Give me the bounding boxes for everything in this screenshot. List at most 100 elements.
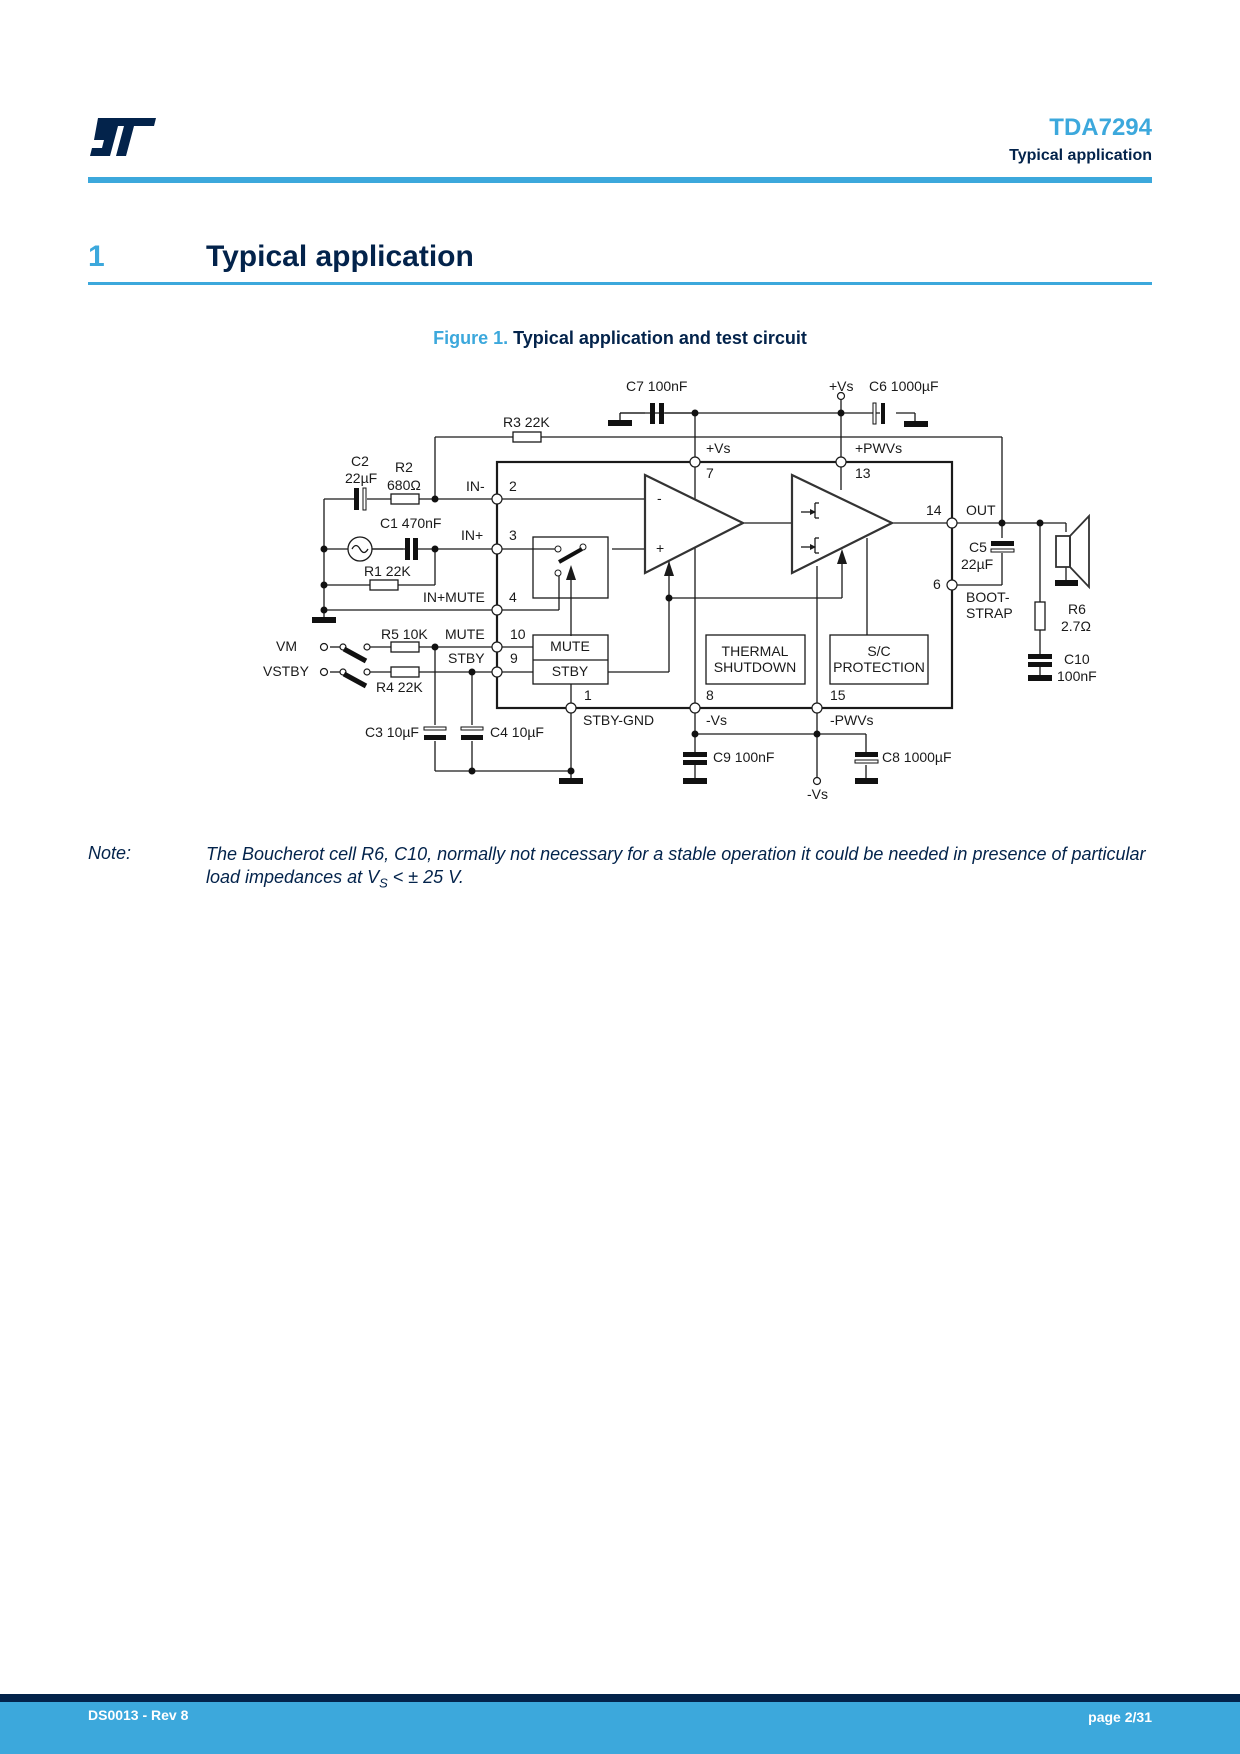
footer-page-number: page 2/31 bbox=[1088, 1709, 1152, 1725]
pin-3-num: 3 bbox=[509, 527, 517, 543]
pin-4 bbox=[491, 604, 503, 616]
c10-name: C10 bbox=[1064, 651, 1090, 667]
c8-label: C8 1000µF bbox=[882, 749, 952, 765]
vs-plus-label: +Vs bbox=[706, 440, 731, 456]
section-title: Typical application bbox=[206, 240, 474, 273]
pin-7 bbox=[689, 456, 701, 468]
footer-doc-id: DS0013 - Rev 8 bbox=[88, 1707, 189, 1723]
pin-1-num: 1 bbox=[584, 687, 592, 703]
section-divider bbox=[88, 282, 1152, 285]
speaker-icon bbox=[1055, 513, 1090, 590]
vs-top-label: +Vs bbox=[829, 378, 854, 394]
ground-icon bbox=[904, 421, 928, 427]
pin-1 bbox=[565, 702, 577, 714]
sc-label-2: PROTECTION bbox=[833, 659, 925, 675]
figure-title: Typical application and test circuit bbox=[513, 328, 807, 348]
ground-icon bbox=[1055, 580, 1078, 586]
thermal-label-2: SHUTDOWN bbox=[714, 659, 796, 675]
pin-3 bbox=[491, 543, 503, 555]
r5-label: R5 10K bbox=[381, 626, 428, 642]
pin-4-num: 4 bbox=[509, 589, 517, 605]
pin-14 bbox=[946, 517, 958, 529]
stby-gnd-label: STBY-GND bbox=[583, 712, 654, 728]
r4-label: R4 22K bbox=[376, 679, 423, 695]
opamp-plus-sign: + bbox=[656, 540, 664, 556]
mute-block-label: MUTE bbox=[550, 638, 590, 654]
pin-10 bbox=[491, 641, 503, 653]
c6-label: C6 1000µF bbox=[869, 378, 939, 394]
preamp-triangle bbox=[643, 473, 746, 575]
r1-label: R1 22K bbox=[364, 563, 411, 579]
header-section-name: Typical application bbox=[1009, 147, 1152, 164]
pin-2-num: 2 bbox=[509, 478, 517, 494]
mute-arrow-icon bbox=[566, 565, 576, 580]
pin-9-num: 9 bbox=[510, 650, 518, 666]
pin-13 bbox=[835, 456, 847, 468]
r6-value: 2.7Ω bbox=[1061, 618, 1091, 634]
thermal-label-1: THERMAL bbox=[722, 643, 789, 659]
opamp-minus-sign: - bbox=[657, 490, 662, 506]
pin-stby-label: STBY bbox=[448, 650, 485, 666]
circuit-schematic: C7 100nF +Vs C6 1000µF R3 22K C2 22µF R2… bbox=[263, 378, 1097, 802]
note-text-after: < ± 25 V. bbox=[387, 867, 464, 887]
c2-value: 22µF bbox=[345, 470, 377, 486]
c7-label: C7 100nF bbox=[626, 378, 687, 394]
pin-8-num: 8 bbox=[706, 687, 714, 703]
vs-plus-terminal bbox=[836, 391, 846, 401]
r3-label: R3 22K bbox=[503, 414, 550, 430]
c5-value: 22µF bbox=[961, 556, 993, 572]
c9-label: C9 100nF bbox=[713, 749, 774, 765]
pin-in-plus-mute-label: IN+MUTE bbox=[423, 589, 485, 605]
ground-icon bbox=[312, 617, 336, 623]
pin-mute-label: MUTE bbox=[445, 626, 485, 642]
vstby-label: VSTBY bbox=[263, 663, 310, 679]
c4-label: C4 10µF bbox=[490, 724, 544, 740]
ground-icon bbox=[559, 778, 583, 784]
r2-value: 680Ω bbox=[387, 477, 421, 493]
pin-in-minus-label: IN- bbox=[466, 478, 485, 494]
pin-13-num: 13 bbox=[855, 465, 871, 481]
pin-9 bbox=[491, 666, 503, 678]
bootstrap-label-1: BOOT- bbox=[966, 589, 1010, 605]
figure-number: Figure 1. bbox=[433, 328, 509, 348]
vs-minus-terminal bbox=[812, 776, 822, 786]
r6-name: R6 bbox=[1068, 601, 1086, 617]
c2-name: C2 bbox=[351, 453, 369, 469]
stby-block-label: STBY bbox=[552, 663, 589, 679]
pin-10-num: 10 bbox=[510, 626, 526, 642]
r4-resistor bbox=[390, 666, 420, 678]
figure-caption: Figure 1. Typical application and test c… bbox=[0, 328, 1240, 349]
r3-resistor bbox=[512, 431, 542, 443]
section-number: 1 bbox=[88, 240, 105, 273]
pwvs-minus-label: -PWVs bbox=[830, 712, 874, 728]
c5-name: C5 bbox=[969, 539, 987, 555]
pin-15-num: 15 bbox=[830, 687, 846, 703]
vm-label: VM bbox=[276, 638, 297, 654]
header-divider bbox=[88, 177, 1152, 183]
pin-14-num: 14 bbox=[926, 502, 942, 518]
document-title: TDA7294 bbox=[1049, 114, 1152, 141]
footer-bar bbox=[0, 1702, 1240, 1754]
note-label: Note: bbox=[88, 843, 132, 863]
bootstrap-label-2: STRAP bbox=[966, 605, 1013, 621]
ground-icon bbox=[855, 778, 878, 784]
r5-resistor bbox=[390, 641, 420, 653]
note-text: The Boucherot cell R6, C10, normally not… bbox=[206, 843, 1146, 895]
c3-label: C3 10µF bbox=[365, 724, 419, 740]
ground-icon bbox=[683, 778, 707, 784]
r2-name: R2 bbox=[395, 459, 413, 475]
c1-label: C1 470nF bbox=[380, 515, 441, 531]
pin-7-num: 7 bbox=[706, 465, 714, 481]
pin-6-num: 6 bbox=[933, 576, 941, 592]
c10-value: 100nF bbox=[1057, 668, 1097, 684]
note-subscript: S bbox=[379, 875, 388, 891]
st-logo-icon bbox=[90, 118, 156, 156]
pin-6 bbox=[946, 579, 958, 591]
pin-8 bbox=[689, 702, 701, 714]
pin-in-plus-label: IN+ bbox=[461, 527, 483, 543]
pwvs-plus-label: +PWVs bbox=[855, 440, 902, 456]
pin-15 bbox=[811, 702, 823, 714]
pin-2 bbox=[491, 493, 503, 505]
vs-bottom-label: -Vs bbox=[807, 786, 828, 802]
ground-icon bbox=[608, 420, 632, 426]
